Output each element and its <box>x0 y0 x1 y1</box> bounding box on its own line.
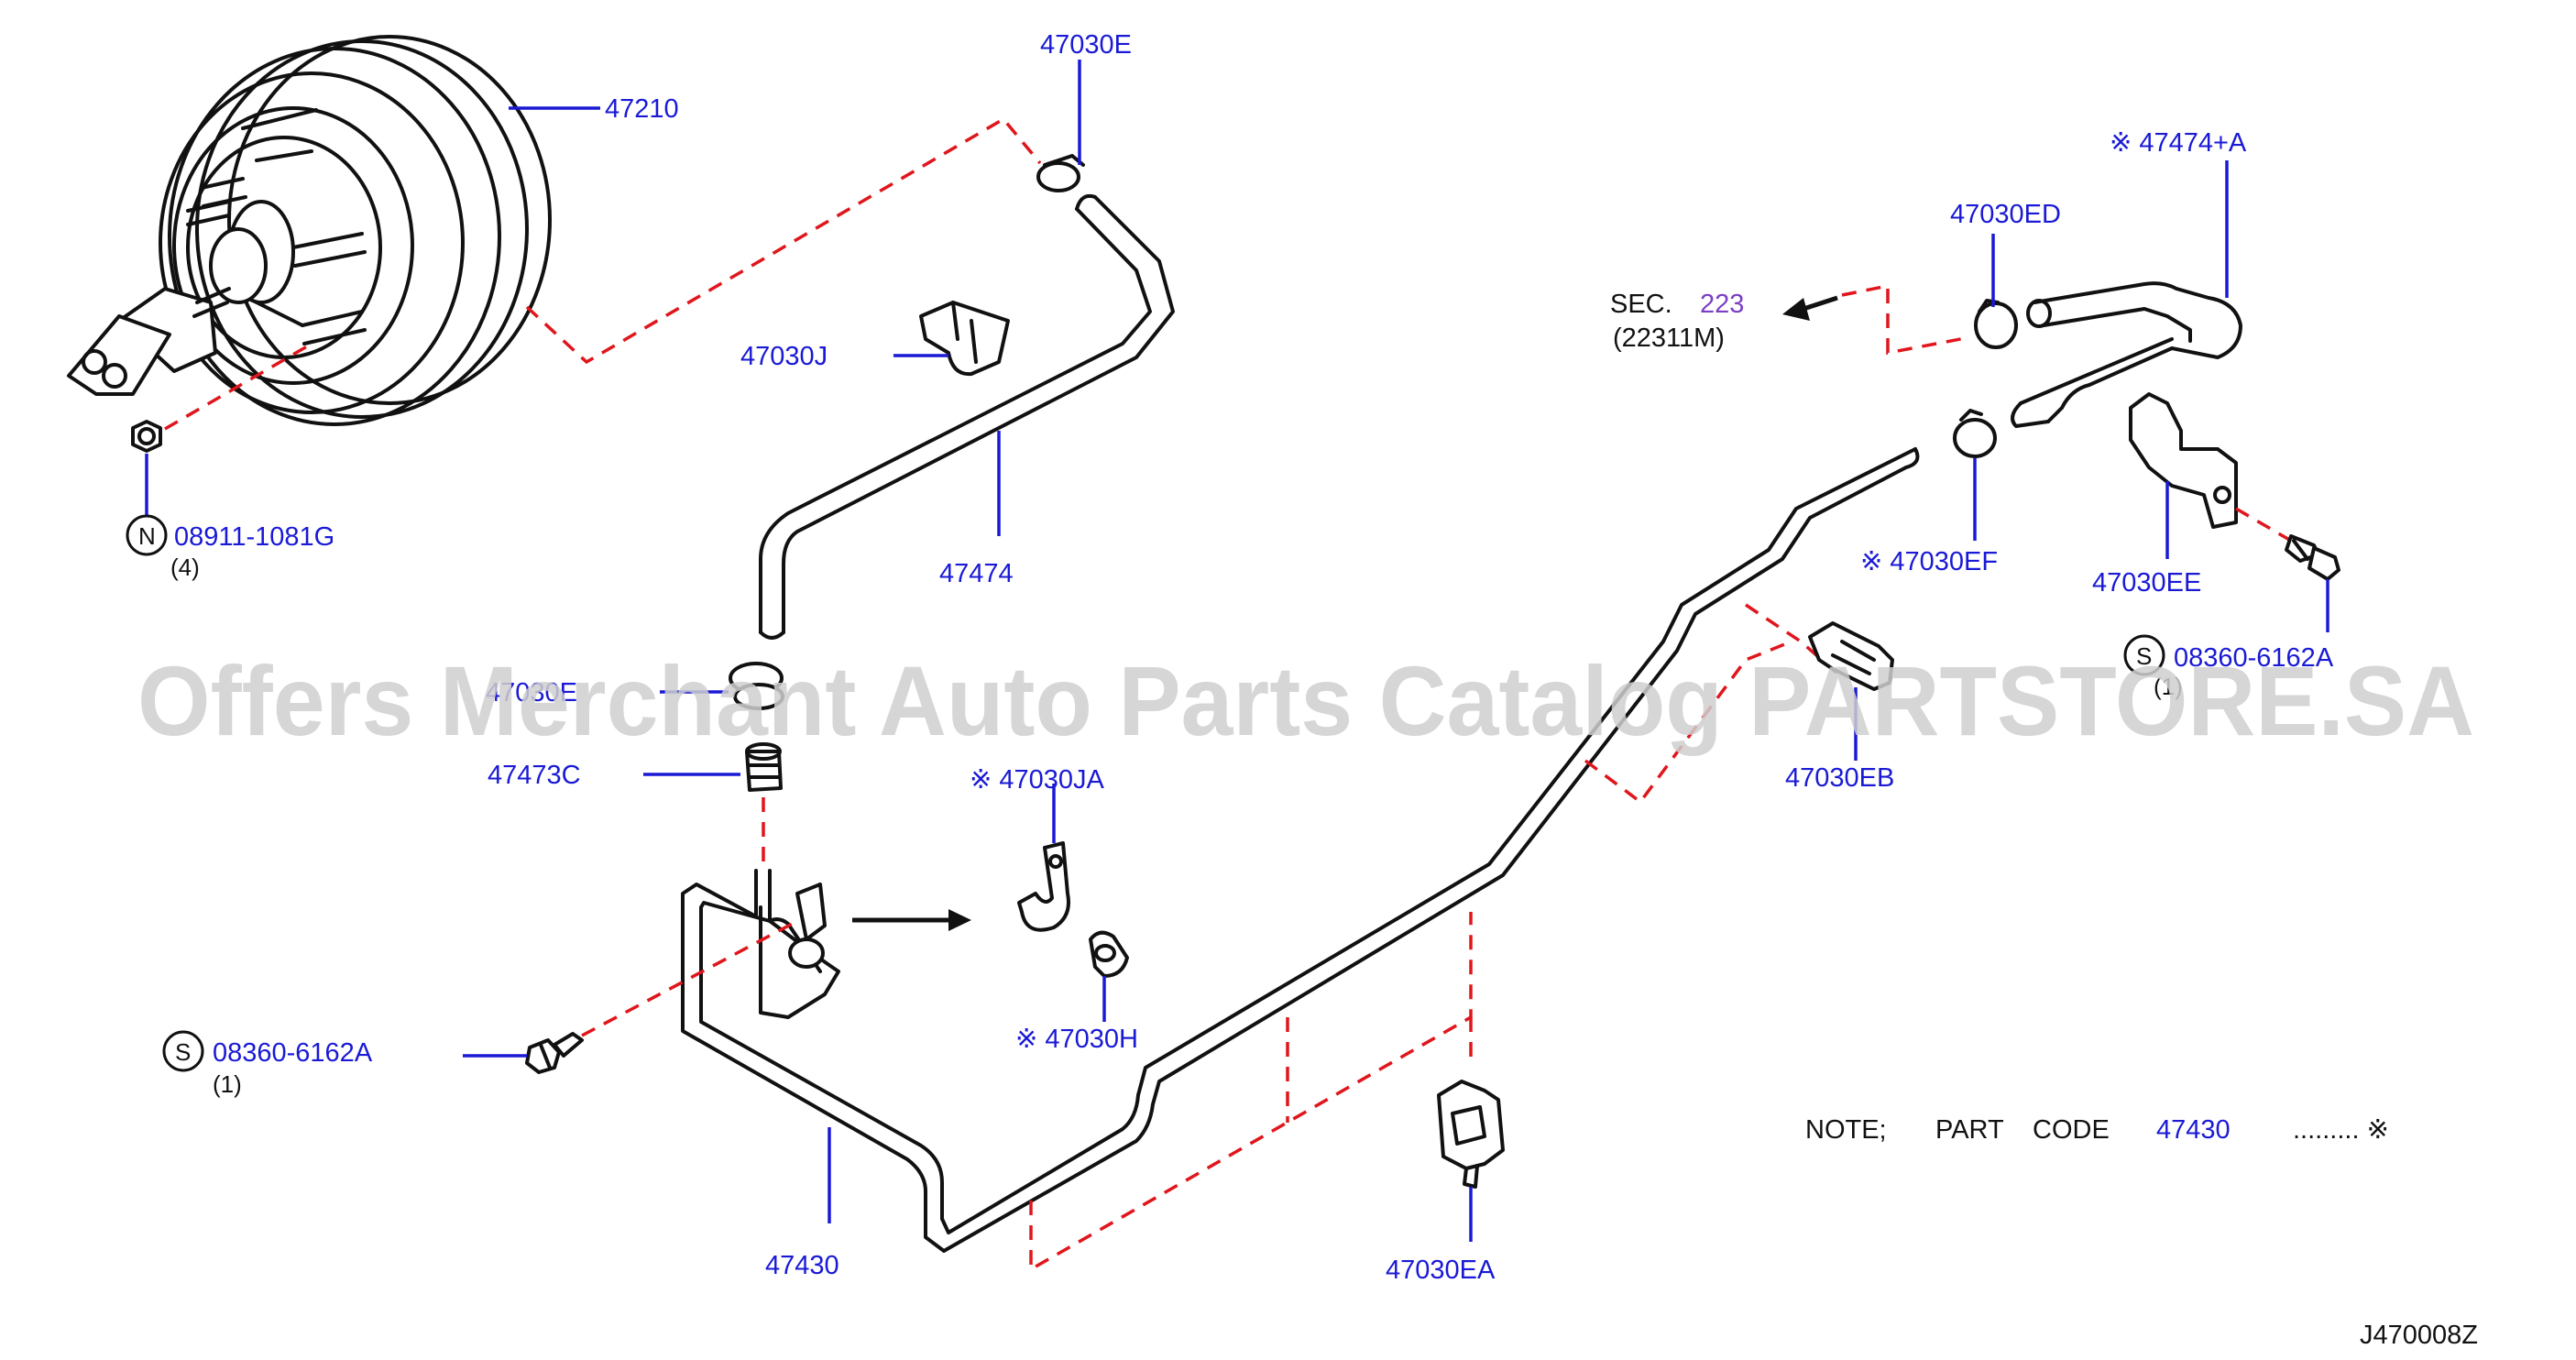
section-prefix: SEC. <box>1610 290 1672 319</box>
clamp-ea-label[interactable]: 47030EA <box>1386 1256 1496 1285</box>
arrow-icon <box>1782 295 1838 321</box>
hose-label[interactable]: 47474 <box>939 559 1014 588</box>
clamp-ed-label[interactable]: 47030ED <box>1950 200 2061 229</box>
svg-text:NOTE;: NOTE; <box>1805 1115 1887 1145</box>
brake-booster-icon[interactable] <box>67 35 552 426</box>
bolt-icon[interactable] <box>2285 534 2340 581</box>
clamp-icon[interactable] <box>1036 154 1085 192</box>
svg-text:N: N <box>138 522 156 550</box>
part-code-note: NOTE; PART CODE 47430 ......... ※ <box>1805 1115 2389 1145</box>
clamp-icon[interactable] <box>1089 930 1129 978</box>
clamp-ef-label[interactable]: ※ 47030EF <box>1860 547 1998 576</box>
diagram-code: J470008Z <box>2360 1321 2478 1350</box>
svg-text:CODE: CODE <box>2033 1115 2110 1145</box>
bolt-right-quantity: (1) <box>2154 673 2183 700</box>
tube-icon[interactable] <box>681 447 1920 1253</box>
bolt-left-part-number[interactable]: 08360-6162A <box>213 1038 373 1068</box>
hose-icon[interactable] <box>759 193 1175 640</box>
clamp-eb-label[interactable]: 47030EB <box>1785 763 1894 793</box>
bolt-right-part-number[interactable]: 08360-6162A <box>2174 643 2334 673</box>
bolt-left-quantity: (1) <box>213 1070 242 1098</box>
clamp-icon[interactable] <box>919 301 1010 377</box>
hose-a-label[interactable]: ※ 47474+A <box>2110 128 2247 158</box>
clamp-ee-label[interactable]: 47030EE <box>2092 568 2201 598</box>
check-valve-icon[interactable] <box>745 742 783 792</box>
clamp-icon[interactable] <box>1953 409 1997 458</box>
clamp-h-label[interactable]: ※ 47030H <box>1015 1025 1138 1054</box>
svg-text:PART: PART <box>1935 1115 2004 1145</box>
bolt-right-badge: S <box>2123 634 2165 676</box>
clamp-icon[interactable] <box>1017 841 1070 932</box>
watermark-text: Offers Merchant Auto Parts Catalog PARTS… <box>137 645 2474 756</box>
nut-icon[interactable] <box>131 420 162 453</box>
svg-text:47430: 47430 <box>2156 1115 2231 1145</box>
bolt-icon[interactable] <box>525 1032 584 1074</box>
booster-label[interactable]: 47210 <box>605 94 679 124</box>
nut-quantity: (4) <box>170 554 200 581</box>
clamp-icon[interactable] <box>1974 299 2018 349</box>
svg-text:......... ※: ......... ※ <box>2293 1115 2389 1145</box>
clamp-icon[interactable] <box>729 662 784 710</box>
clamp-j-label[interactable]: 47030J <box>740 342 828 371</box>
clamp-icon[interactable] <box>1808 621 1894 691</box>
clamp-ja-label[interactable]: ※ 47030JA <box>970 765 1104 795</box>
section-subref: (22311M) <box>1613 324 1725 353</box>
clamp-icon[interactable] <box>1437 1080 1505 1189</box>
clamp-e-label[interactable]: 47030E <box>1040 30 1132 60</box>
arrow-icon <box>852 909 971 931</box>
nut-badge: N <box>126 514 168 556</box>
bolt-left-badge: S <box>162 1030 204 1072</box>
valve-label[interactable]: 47473C <box>488 761 581 790</box>
hose-icon[interactable] <box>2011 281 2242 428</box>
svg-text:S: S <box>2136 642 2152 670</box>
section-number[interactable]: 223 <box>1700 290 1744 319</box>
bracket-icon[interactable] <box>2129 392 2238 529</box>
svg-text:S: S <box>175 1038 191 1066</box>
nut-part-number[interactable]: 08911-1081G <box>174 522 334 552</box>
tube-label[interactable]: 47430 <box>765 1251 839 1280</box>
ring-label[interactable]: 47030E <box>486 678 577 707</box>
